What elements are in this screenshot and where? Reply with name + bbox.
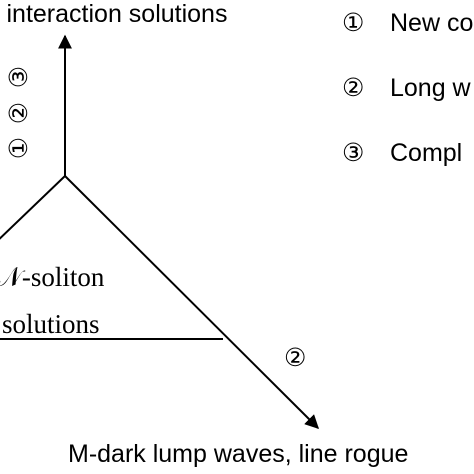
legend-item-3-text: Compl (390, 139, 462, 167)
legend-item-3: ③ (342, 139, 364, 167)
legend-item-1: ① (342, 9, 364, 37)
legend-item-2: ② (342, 74, 364, 102)
vertical-marker-1: ③ (5, 66, 33, 88)
center-label-line1: 𝒩-soliton (0, 262, 105, 292)
triangle-left-edge (0, 175, 66, 240)
legend-item-2-text: Long w (390, 74, 472, 102)
vertical-marker-3: ① (5, 137, 33, 159)
bottom-label: M-dark lump waves, line rogue (68, 440, 408, 468)
vertical-marker-2: ② (5, 102, 33, 124)
top-label: l interaction solutions (0, 0, 227, 28)
center-label-line2: solutions (2, 309, 100, 339)
legend-item-1-text: New co (390, 9, 473, 37)
diagonal-arrow (64, 175, 319, 429)
lower-branch-marker: ② (284, 344, 306, 372)
